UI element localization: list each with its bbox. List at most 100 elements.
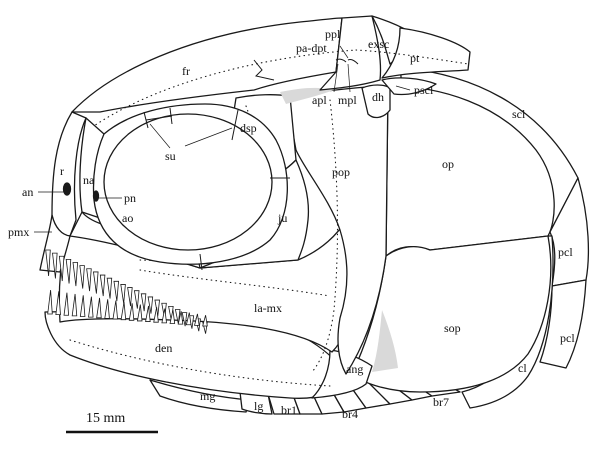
label-pscl: pscl	[414, 83, 434, 97]
tooth	[177, 311, 184, 325]
snout-and-orbit	[51, 103, 290, 271]
label-su: su	[165, 149, 176, 163]
tooth	[99, 274, 106, 297]
tooth	[86, 268, 92, 292]
tooth	[161, 308, 167, 324]
label-lg: lg	[254, 399, 263, 413]
label-pt: pt	[410, 51, 420, 65]
tooth	[145, 305, 151, 322]
label-scl: scl	[512, 107, 526, 121]
label-exsc: exsc	[368, 37, 389, 51]
tooth	[133, 290, 140, 309]
tooth	[127, 287, 133, 307]
tooth	[47, 289, 53, 315]
posterior-naris	[92, 190, 100, 202]
posttemporal-bone	[381, 27, 471, 79]
label-pn: pn	[124, 191, 136, 205]
label-dsp: dsp	[240, 121, 257, 135]
label-pcl-lower: pcl	[560, 331, 575, 345]
tooth	[136, 304, 143, 322]
tooth	[79, 295, 86, 317]
tooth	[147, 296, 154, 314]
tooth	[72, 262, 79, 287]
tooth	[52, 252, 58, 279]
label-cl: cl	[518, 361, 527, 375]
tooth	[88, 296, 94, 318]
label-dh: dh	[372, 90, 384, 104]
postcleithrum-lower	[539, 279, 587, 369]
label-la-mx: la-mx	[254, 301, 282, 315]
leader-apl	[333, 63, 339, 93]
label-ju: ju	[277, 211, 287, 225]
label-ang: ang	[346, 362, 363, 376]
label-br7: br7	[433, 395, 449, 409]
leader-ppl	[339, 45, 349, 59]
label-an: an	[22, 185, 33, 199]
tooth	[194, 313, 200, 326]
tooth	[112, 300, 119, 320]
temporal-canal	[355, 49, 469, 65]
suborbital-divider	[199, 253, 203, 271]
label-den: den	[155, 341, 172, 355]
tooth	[65, 258, 72, 284]
leader-pscl	[395, 85, 411, 91]
skull-roof	[71, 15, 471, 131]
scale-bar-label: 15 mm	[86, 411, 125, 426]
tooth	[93, 271, 99, 294]
leader-mpl	[347, 63, 351, 93]
supraorbital-canal	[87, 49, 357, 131]
maxillary-canal	[139, 269, 331, 297]
mandibular-canal	[69, 339, 331, 387]
tooth	[71, 293, 78, 317]
label-fr: fr	[182, 64, 190, 78]
tooth	[140, 293, 147, 312]
tooth	[169, 309, 176, 324]
tooth	[79, 265, 85, 289]
label-na: na	[83, 173, 95, 187]
premaxilla-and-teeth	[39, 214, 208, 334]
label-br1: br1	[281, 403, 297, 417]
tooth	[45, 249, 51, 277]
frontal-suture	[253, 59, 275, 81]
label-apl: apl	[312, 93, 327, 107]
lateral-gular	[239, 391, 273, 415]
dermohyal-bone	[361, 84, 391, 119]
scale-bar: 15 mm	[66, 411, 158, 434]
label-pa-dpt: pa-dpt	[296, 41, 327, 55]
label-pmx: pmx	[8, 225, 29, 239]
label-op: op	[442, 157, 454, 171]
suborbital-divider	[145, 115, 173, 121]
label-mg: mg	[200, 389, 215, 403]
tooth	[202, 315, 208, 327]
tooth	[106, 277, 113, 299]
suborbital-divider	[231, 109, 239, 141]
label-ppl: ppl	[325, 27, 341, 41]
anterior-naris	[62, 182, 72, 196]
pit-line-anterior	[335, 58, 347, 63]
parietal-dermopterotic-bone	[319, 15, 382, 91]
label-r: r	[60, 164, 64, 178]
label-pop: pop	[332, 165, 350, 179]
label-pcl-upper: pcl	[558, 245, 573, 259]
tooth	[120, 301, 127, 321]
tooth	[55, 291, 61, 316]
label-mpl: mpl	[338, 93, 357, 107]
pit-line-middle	[347, 59, 359, 65]
tooth	[153, 307, 159, 323]
bone-labels: fr pa-dpt ppl exsc pt apl mpl dh pscl sc…	[8, 27, 575, 421]
tooth	[96, 297, 102, 319]
stippled-area	[372, 310, 398, 372]
preopercular-canal	[311, 99, 339, 373]
tooth	[120, 284, 126, 304]
tooth	[104, 299, 110, 319]
tooth	[63, 292, 70, 316]
tooth	[181, 312, 188, 327]
presupracleithrum-bone	[381, 77, 437, 96]
leader-lines	[34, 45, 411, 233]
label-ao: ao	[122, 211, 133, 225]
orbit-opening	[103, 113, 273, 251]
subopercle-bone	[351, 235, 552, 393]
tooth	[174, 309, 181, 324]
